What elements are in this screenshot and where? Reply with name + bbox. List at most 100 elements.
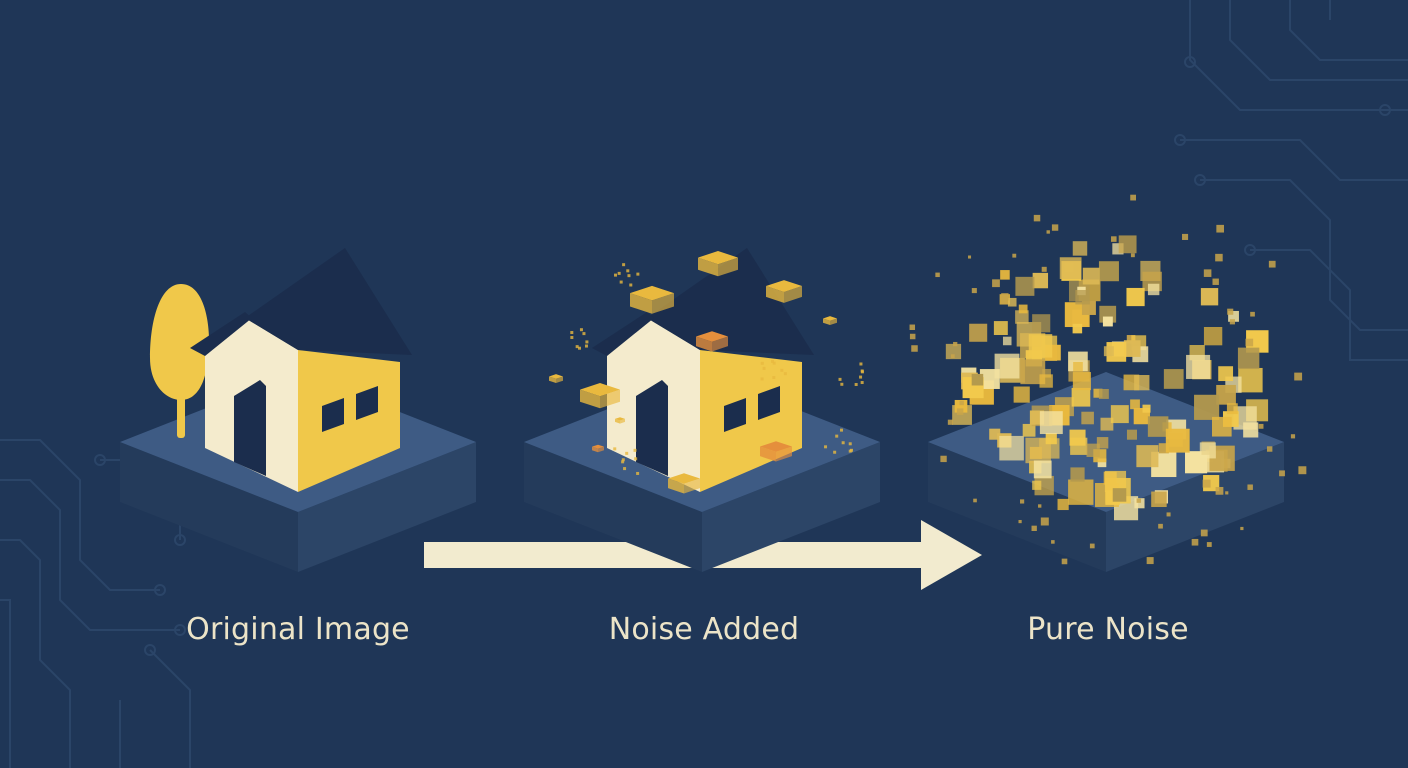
noise-dot bbox=[614, 273, 618, 277]
noise-dot bbox=[1245, 338, 1254, 347]
noise-pixel bbox=[1057, 498, 1069, 511]
noise-dot bbox=[582, 332, 586, 336]
noise-dot bbox=[1166, 512, 1171, 517]
noise-cube bbox=[668, 473, 700, 484]
noise-cube-face bbox=[652, 293, 674, 314]
noise-pixel bbox=[1126, 429, 1137, 440]
noise-dot bbox=[570, 331, 574, 335]
noise-pixel bbox=[1096, 437, 1109, 449]
noise-dot bbox=[1268, 260, 1276, 268]
noise-pixel bbox=[1059, 257, 1082, 279]
noise-pixel bbox=[1200, 288, 1219, 306]
house-door bbox=[234, 380, 266, 476]
platform-side-left bbox=[120, 442, 298, 572]
noise-dot bbox=[835, 434, 839, 438]
noise-pixel bbox=[1163, 369, 1184, 389]
noise-dot bbox=[622, 263, 626, 267]
noise-dot bbox=[1200, 529, 1208, 537]
noise-dot bbox=[1294, 372, 1303, 381]
noise-cube-face bbox=[766, 286, 784, 303]
noise-pixel bbox=[1072, 372, 1091, 391]
stage-label-original-image: Original Image bbox=[186, 612, 410, 647]
noise-dot bbox=[626, 269, 630, 273]
noise-pixel bbox=[1151, 491, 1167, 508]
noise-dot bbox=[578, 346, 582, 350]
noise-dot bbox=[1146, 557, 1154, 565]
noise-dot bbox=[1227, 308, 1234, 315]
noise-dot bbox=[584, 344, 588, 348]
noise-dot bbox=[947, 419, 954, 425]
noise-dot bbox=[860, 369, 864, 373]
house-side-wall bbox=[298, 350, 400, 492]
noise-dot bbox=[621, 458, 625, 462]
noise-pixel bbox=[1110, 405, 1129, 424]
noise-pixel bbox=[1013, 386, 1030, 403]
noise-cube-face bbox=[556, 376, 563, 384]
noise-dot bbox=[1215, 253, 1223, 262]
noise-dot bbox=[1051, 224, 1059, 231]
noise-dot bbox=[950, 354, 955, 359]
noise-pixel bbox=[1073, 362, 1083, 372]
platform-side-left bbox=[524, 442, 702, 572]
noise-dot bbox=[634, 457, 638, 461]
noise-pixel bbox=[993, 321, 1008, 336]
tree-icon bbox=[150, 284, 210, 400]
noise-dot bbox=[838, 377, 842, 381]
noise-pixel bbox=[1100, 417, 1114, 431]
noise-dot bbox=[1130, 194, 1137, 201]
noise-pixel bbox=[1147, 416, 1169, 437]
noise-dot bbox=[1046, 230, 1050, 234]
noise-pixel bbox=[1039, 374, 1053, 388]
noise-cube bbox=[760, 441, 792, 452]
noise-pixel bbox=[1194, 394, 1220, 420]
noise-pixel bbox=[969, 323, 988, 342]
noise-dot bbox=[1206, 542, 1212, 547]
noise-dot bbox=[613, 447, 617, 451]
noise-pixel bbox=[971, 373, 984, 386]
noise-pixel bbox=[1238, 367, 1263, 393]
noise-pixel bbox=[1081, 411, 1094, 425]
noise-cube bbox=[580, 383, 620, 397]
noise-dot bbox=[579, 328, 583, 332]
platform-side-right bbox=[298, 442, 476, 572]
noise-pixel bbox=[1147, 283, 1160, 296]
noise-dot bbox=[1250, 311, 1255, 317]
noise-pixel bbox=[1199, 442, 1216, 459]
noise-pixel bbox=[1226, 403, 1238, 415]
house-window-right bbox=[356, 386, 378, 420]
noise-dot bbox=[629, 283, 633, 287]
noise-pixel bbox=[1212, 416, 1232, 437]
platform-side-left bbox=[928, 442, 1106, 572]
noise-pixel bbox=[1126, 287, 1145, 307]
noise-cube-face bbox=[712, 336, 728, 352]
noise-dot bbox=[911, 345, 918, 352]
noise-dot bbox=[848, 442, 852, 446]
noise-dot bbox=[840, 428, 844, 432]
noise-pixel bbox=[1075, 289, 1090, 305]
noise-dot bbox=[1203, 269, 1212, 277]
noise-dot bbox=[627, 274, 631, 278]
noise-dot bbox=[859, 362, 863, 366]
noise-cube-face bbox=[684, 478, 700, 494]
noise-dot bbox=[1202, 479, 1211, 488]
noise-dot bbox=[1216, 224, 1225, 233]
noise-pixel bbox=[945, 343, 962, 360]
noise-pixel bbox=[1015, 310, 1029, 324]
noise-cube-face bbox=[776, 446, 792, 462]
noise-dot bbox=[1041, 266, 1047, 272]
noise-pixel bbox=[1158, 443, 1169, 454]
noise-pixel bbox=[1022, 423, 1036, 437]
platform-side-right bbox=[702, 442, 880, 572]
noise-pixel bbox=[1028, 334, 1053, 358]
noise-pixel bbox=[1097, 458, 1107, 468]
noise-cube-face bbox=[592, 446, 598, 453]
noise-dot bbox=[940, 455, 947, 463]
noise-dot bbox=[1215, 486, 1224, 495]
noise-dot bbox=[1240, 526, 1244, 531]
noise-pixel bbox=[1134, 498, 1145, 509]
noise-pixel bbox=[1068, 479, 1094, 505]
noise-pixel bbox=[1098, 261, 1119, 282]
noise-pixel bbox=[1136, 445, 1159, 468]
noise-pixel bbox=[1070, 467, 1085, 482]
noise-dot bbox=[1111, 236, 1117, 242]
